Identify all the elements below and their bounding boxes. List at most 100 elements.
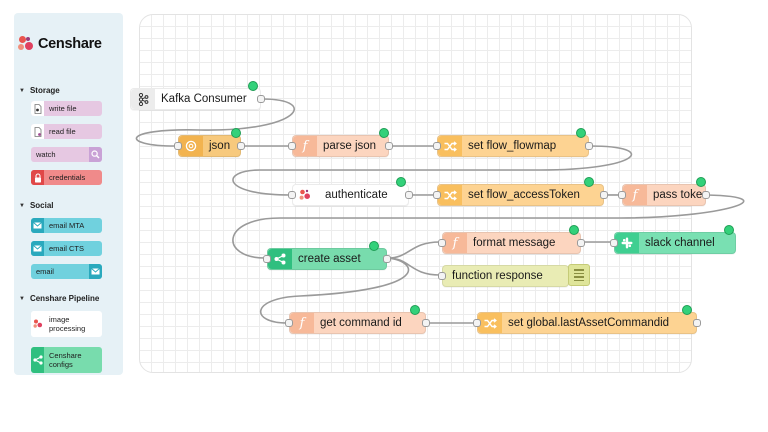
palette-node-censhare-configs[interactable]: Censhare configs	[31, 347, 102, 373]
status-indicator	[696, 177, 706, 187]
share-icon	[268, 249, 292, 269]
input-port[interactable]	[438, 239, 446, 247]
share-icon	[31, 347, 44, 373]
palette-node-email-cts[interactable]: email CTS	[31, 241, 102, 256]
category-censhare-pipeline[interactable]: ▼ Censhare Pipeline	[19, 294, 99, 303]
node-label: authenticate	[325, 189, 388, 201]
envelope-icon	[31, 218, 44, 233]
palette-node-image-processing[interactable]: image processing	[31, 311, 102, 337]
status-indicator	[569, 225, 579, 235]
node-label: create asset	[298, 253, 361, 265]
palette-node-label: credentials	[49, 173, 86, 182]
status-indicator	[248, 81, 258, 91]
output-port[interactable]	[383, 255, 391, 263]
palette-node-email[interactable]: email	[31, 264, 102, 279]
input-port[interactable]	[438, 272, 446, 280]
node-set-flow-flowmap[interactable]: set flow_flowmap	[433, 128, 593, 157]
input-port[interactable]	[174, 142, 182, 150]
node-label: set flow_flowmap	[468, 140, 557, 152]
input-port[interactable]	[263, 255, 271, 263]
slack-icon	[615, 233, 639, 253]
output-port[interactable]	[600, 191, 608, 199]
brand-name: Censhare	[38, 36, 102, 52]
input-port[interactable]	[610, 239, 618, 247]
palette-node-label: write file	[49, 104, 77, 113]
status-indicator	[682, 305, 692, 315]
function-icon: f	[293, 136, 317, 156]
palette-node-label: email	[36, 267, 54, 276]
chevron-down-icon: ▼	[19, 87, 25, 94]
palette-node-email-mta[interactable]: email MTA	[31, 218, 102, 233]
output-port[interactable]	[237, 142, 245, 150]
node-get-command-id[interactable]: f get command id	[285, 305, 430, 334]
palette-node-label: watch	[36, 150, 56, 159]
output-port[interactable]	[585, 142, 593, 150]
node-format-message[interactable]: f format message	[438, 225, 585, 254]
output-port[interactable]	[577, 239, 585, 247]
node-create-asset[interactable]: create asset	[263, 241, 391, 270]
input-port[interactable]	[288, 142, 296, 150]
node-label: set global.lastAssetCommandid	[508, 317, 670, 329]
input-port[interactable]	[433, 142, 441, 150]
palette-node-label: Censhare configs	[49, 351, 82, 369]
palette-node-label: email MTA	[49, 221, 85, 230]
chevron-down-icon: ▼	[19, 202, 25, 209]
node-label: set flow_accessToken	[468, 189, 580, 201]
node-function-response[interactable]: function response	[438, 264, 590, 287]
node-slack-channel[interactable]: slack channel	[610, 225, 736, 254]
node-pass-token[interactable]: f pass token	[618, 177, 710, 206]
category-social[interactable]: ▼ Social	[19, 201, 54, 210]
chevron-down-icon: ▼	[19, 295, 25, 302]
category-storage[interactable]: ▼ Storage	[19, 86, 60, 95]
function-icon: f	[290, 313, 314, 333]
status-indicator	[576, 128, 586, 138]
node-authenticate[interactable]: authenticate	[288, 177, 413, 206]
input-port[interactable]	[433, 191, 441, 199]
output-port[interactable]	[702, 191, 710, 199]
envelope-icon	[31, 241, 44, 256]
status-indicator	[410, 305, 420, 315]
node-json[interactable]: json	[174, 128, 245, 157]
node-label: pass token	[653, 189, 709, 201]
file-write-icon	[31, 101, 44, 116]
input-port[interactable]	[473, 319, 481, 327]
node-set-global-lastassetcommandid[interactable]: set global.lastAssetCommandid	[473, 305, 701, 334]
node-label: parse json	[323, 140, 377, 152]
function-icon: f	[623, 185, 647, 205]
node-label: Kafka Consumer	[161, 93, 247, 105]
node-palette: Censhare ▼ Storage write file read file …	[14, 13, 123, 375]
censhare-logo-icon	[31, 311, 44, 337]
palette-node-write-file[interactable]: write file	[31, 101, 102, 116]
node-kafka-consumer[interactable]: Kafka Consumer	[130, 81, 265, 110]
palette-node-read-file[interactable]: read file	[31, 124, 102, 139]
palette-node-label: email CTS	[49, 244, 85, 253]
list-icon[interactable]	[568, 264, 590, 286]
input-port[interactable]	[288, 191, 296, 199]
status-indicator	[724, 225, 734, 235]
output-port[interactable]	[385, 142, 393, 150]
output-port[interactable]	[405, 191, 413, 199]
shuffle-icon	[438, 185, 462, 205]
search-icon	[89, 147, 102, 162]
category-label: Storage	[29, 86, 60, 95]
output-port[interactable]	[422, 319, 430, 327]
status-indicator	[231, 128, 241, 138]
node-label: json	[209, 140, 231, 152]
input-port[interactable]	[285, 319, 293, 327]
node-label: get command id	[320, 317, 402, 329]
output-port[interactable]	[257, 95, 265, 103]
shuffle-icon	[438, 136, 462, 156]
function-icon: f	[443, 233, 467, 253]
status-indicator	[369, 241, 379, 251]
input-port[interactable]	[618, 191, 626, 199]
node-parse-json[interactable]: f parse json	[288, 128, 393, 157]
lock-icon	[31, 170, 44, 185]
file-read-icon	[31, 124, 44, 139]
palette-node-watch[interactable]: watch	[31, 147, 102, 162]
palette-node-credentials[interactable]: credentials	[31, 170, 102, 185]
envelope-icon	[89, 264, 102, 279]
status-indicator	[379, 128, 389, 138]
output-port[interactable]	[693, 319, 701, 327]
node-set-flow-accesstoken[interactable]: set flow_accessToken	[433, 177, 608, 206]
censhare-logo-icon	[18, 35, 35, 53]
